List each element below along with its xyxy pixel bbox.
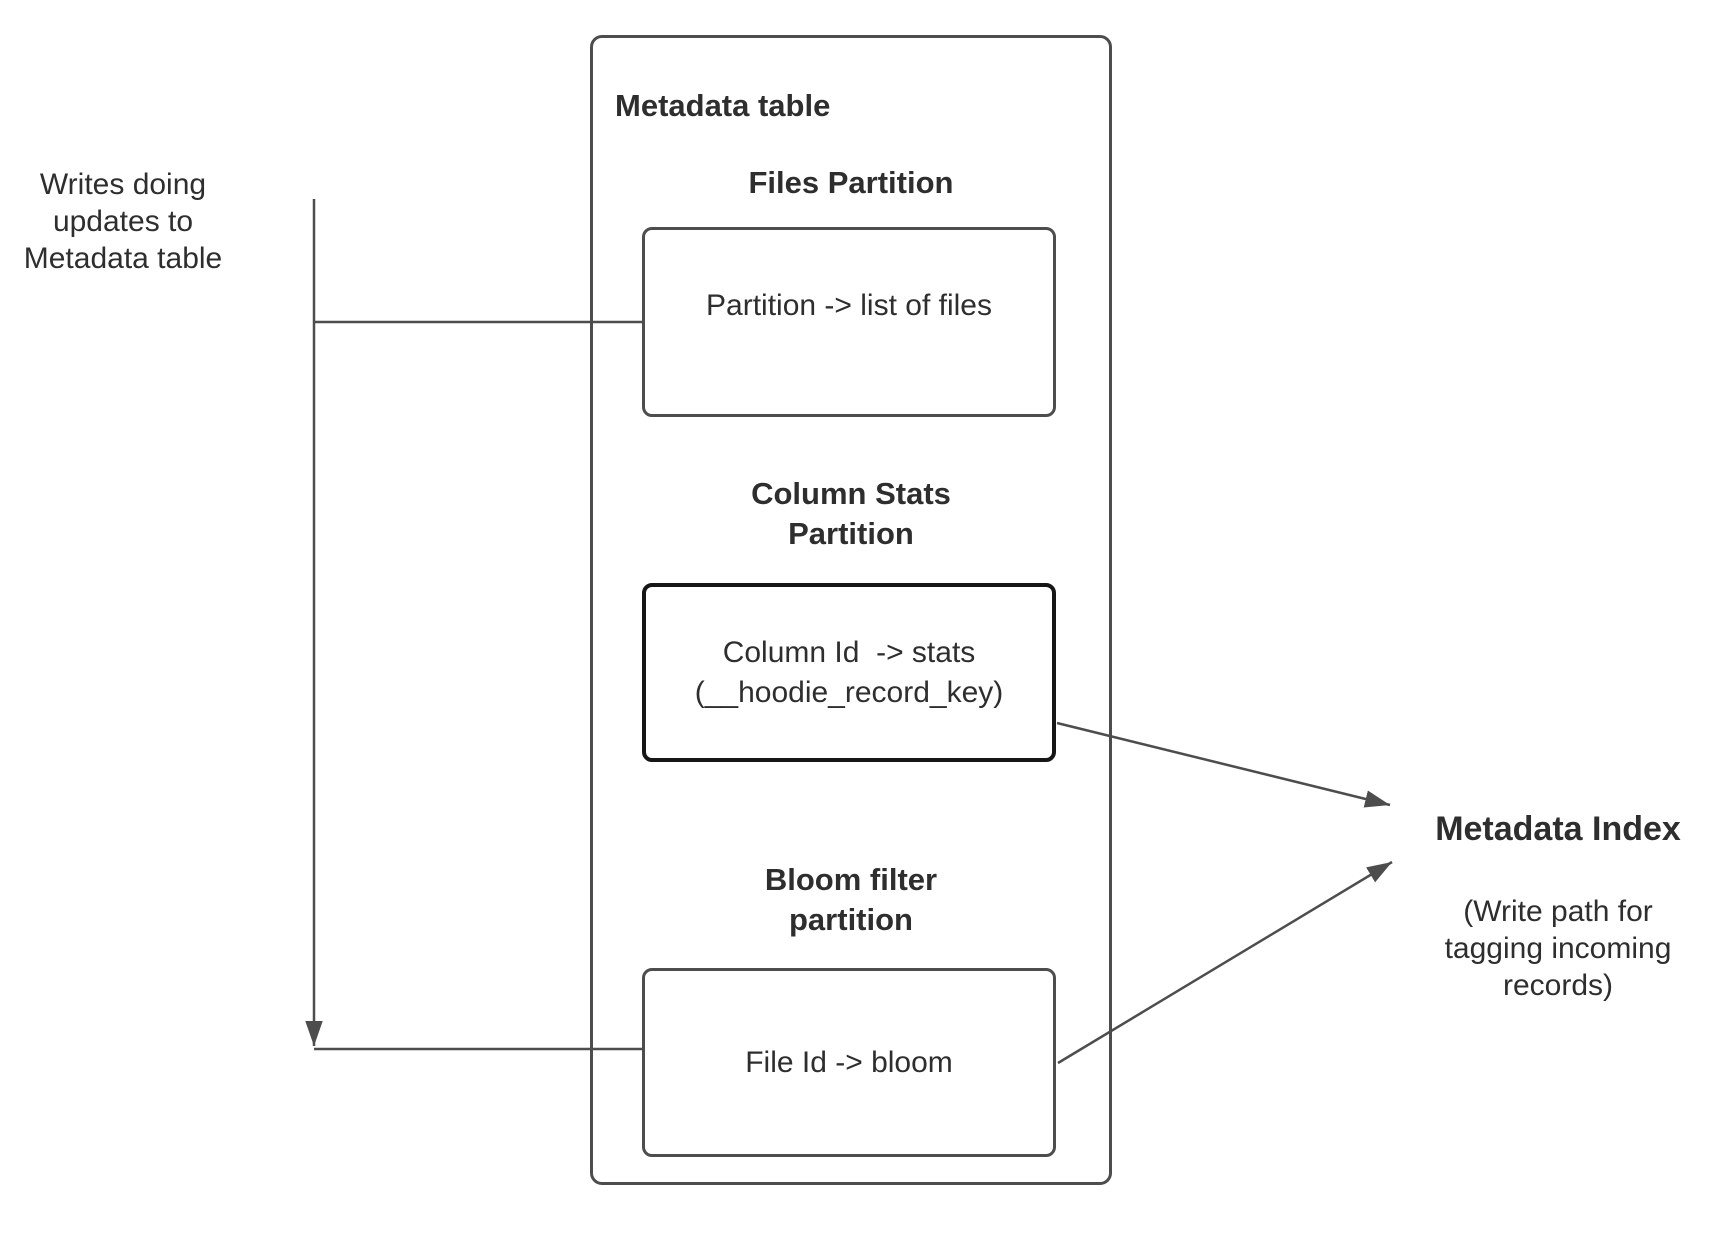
metadata-index-subtitle: (Write path for tagging incoming records… [1426, 893, 1690, 1004]
bloom-heading-line-1: Bloom filter [764, 862, 938, 897]
metadata-index-subtitle-line-3: records) [1502, 969, 1614, 1002]
column-stats-heading-line-2: Partition [788, 516, 914, 551]
bloom-filter-partition-box: File Id -> bloom [642, 968, 1056, 1157]
column-stats-mapping-line-2: (__hoodie_record_key) [694, 675, 1004, 709]
writes-label: Writes doing updates to Metadata table [14, 166, 232, 277]
bloom-filter-partition-heading: Bloom filter partition [590, 860, 1112, 940]
column-stats-heading-line-1: Column Stats [751, 476, 951, 511]
files-partition-box: Partition -> list of files [642, 227, 1056, 417]
metadata-index-subtitle-line-2: tagging incoming [1444, 932, 1672, 965]
metadata-index-subtitle-line-1: (Write path for [1463, 895, 1653, 928]
bloom-heading-line-2: partition [789, 902, 913, 937]
column-stats-partition-box: Column Id -> stats (__hoodie_record_key) [642, 583, 1056, 762]
writes-label-line-2: updates to [52, 205, 194, 238]
files-partition-mapping: Partition -> list of files [706, 289, 992, 322]
writes-label-line-1: Writes doing [39, 168, 207, 201]
metadata-table-container [590, 35, 1112, 1185]
metadata-index-title: Metadata Index [1435, 810, 1681, 848]
bloom-filter-mapping: File Id -> bloom [745, 1045, 953, 1079]
column-stats-partition-heading: Column Stats Partition [590, 474, 1112, 554]
files-partition-heading: Files Partition [748, 165, 954, 200]
writes-label-line-3: Metadata table [23, 242, 223, 275]
column-stats-mapping-line-1: Column Id -> stats [722, 635, 976, 669]
metadata-table-title: Metadata table [615, 88, 831, 123]
